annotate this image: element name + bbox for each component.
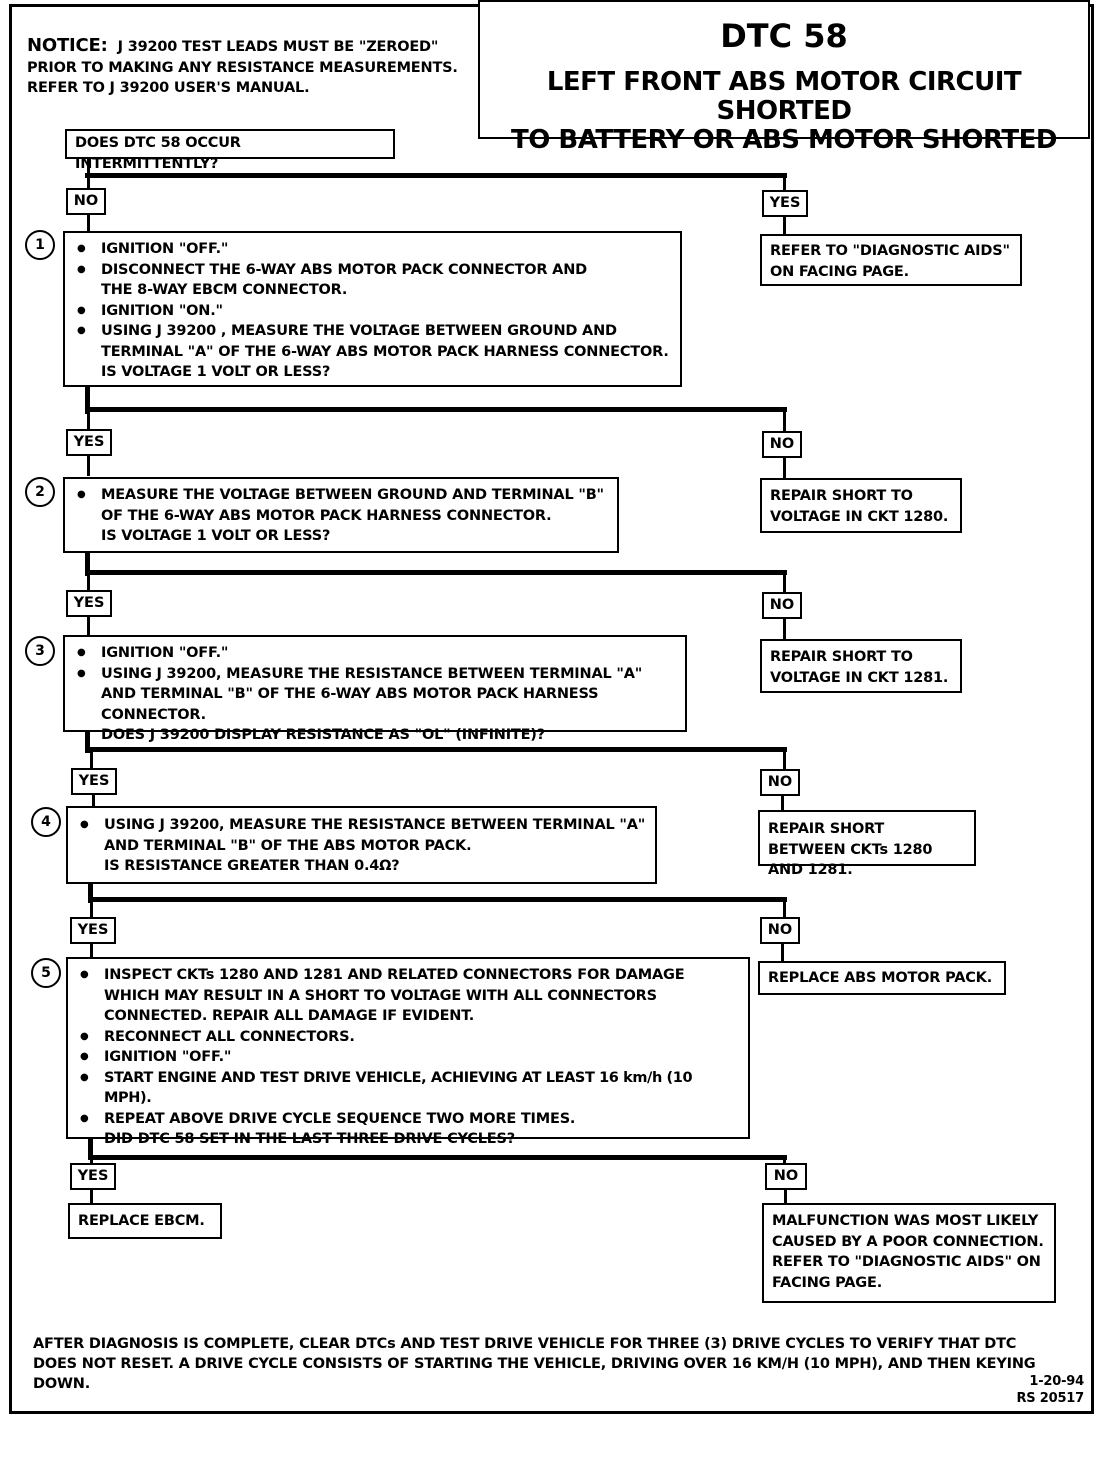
outcome-intermittent-yes: REFER TO "DIAGNOSTIC AIDS" ON FACING PAG… — [760, 234, 1022, 286]
step-2-number: 2 — [25, 477, 55, 507]
branch-no-label: NO — [765, 1163, 807, 1190]
step-4-question: IS RESISTANCE GREATER THAN 0.4Ω? — [104, 858, 400, 874]
title-box: DTC 58 LEFT FRONT ABS MOTOR CIRCUIT SHOR… — [478, 0, 1090, 155]
title-line-1: LEFT FRONT ABS MOTOR CIRCUIT SHORTED — [546, 67, 1022, 126]
connector — [90, 1158, 93, 1164]
footer-date: 1-20-94 — [1029, 1374, 1084, 1389]
outcome-step4-no: REPLACE ABS MOTOR PACK. — [758, 961, 1006, 995]
notice-line-2: PRIOR TO MAKING ANY RESISTANCE MEASUREME… — [27, 59, 458, 76]
connector — [783, 176, 786, 190]
branch-no-label: NO — [66, 188, 106, 215]
outcome-step5-yes: REPLACE EBCM. — [68, 1203, 222, 1239]
connector — [85, 747, 787, 752]
branch-no-label: NO — [762, 431, 802, 458]
step-4-number: 4 — [31, 807, 61, 837]
step-3-question: DOES J 39200 DISPLAY RESISTANCE AS "OL" … — [101, 727, 545, 743]
outcome-step5-no: MALFUNCTION WAS MOST LIKELY CAUSED BY A … — [762, 1203, 1056, 1303]
connector — [783, 750, 786, 770]
step-3-bullet: IGNITION "OFF." — [73, 643, 677, 664]
connector — [87, 176, 90, 188]
footer-note: AFTER DIAGNOSIS IS COMPLETE, CLEAR DTCs … — [33, 1336, 1036, 1392]
connector — [783, 619, 786, 639]
branch-yes-label: YES — [66, 429, 112, 456]
branch-yes-label: YES — [70, 917, 116, 944]
step-5-bullet: INSPECT CKTs 1280 AND 1281 AND RELATED C… — [76, 965, 714, 1027]
title-line-2: TO BATTERY OR ABS MOTOR SHORTED — [511, 125, 1057, 155]
outcome-step2-no: REPAIR SHORT TO VOLTAGE IN CKT 1281. — [760, 639, 962, 693]
step-5-question: DID DTC 58 SET IN THE LAST THREE DRIVE C… — [104, 1131, 515, 1147]
step-5-box: INSPECT CKTs 1280 AND 1281 AND RELATED C… — [66, 957, 750, 1147]
connector — [87, 573, 90, 591]
connector — [90, 900, 93, 918]
branch-no-label: NO — [760, 769, 800, 796]
connector — [90, 943, 93, 959]
connector — [784, 1189, 787, 1203]
connector — [85, 570, 787, 575]
step-3-bullet: USING J 39200, MEASURE THE RESISTANCE BE… — [73, 664, 679, 726]
step-1-box: IGNITION "OFF." DISCONNECT THE 6-WAY ABS… — [63, 231, 682, 387]
step-3-number: 3 — [25, 636, 55, 666]
step-3-box: IGNITION "OFF." USING J 39200, MEASURE T… — [63, 635, 687, 743]
connector — [92, 795, 95, 809]
step-1-number: 1 — [25, 230, 55, 260]
connector — [88, 897, 787, 902]
connector — [87, 410, 90, 430]
step-5-bullet: RECONNECT ALL CONNECTORS. — [76, 1027, 740, 1048]
connector — [781, 796, 784, 810]
step-4-bullet: USING J 39200, MEASURE THE RESISTANCE BE… — [76, 815, 652, 856]
connector — [90, 750, 93, 768]
branch-no-label: NO — [760, 917, 800, 944]
title-code: DTC 58 — [720, 17, 848, 55]
start-question: DOES DTC 58 OCCUR INTERMITTENTLY? — [75, 135, 241, 172]
connector — [88, 883, 93, 903]
step-5-bullet: IGNITION "OFF." — [76, 1047, 740, 1068]
step-1-question: IS VOLTAGE 1 VOLT OR LESS? — [101, 364, 331, 380]
branch-yes-label: YES — [66, 590, 112, 617]
connector — [783, 217, 786, 235]
branch-yes-label: YES — [71, 768, 117, 795]
step-5-number: 5 — [31, 958, 61, 988]
connector — [87, 215, 90, 232]
notice: NOTICE: J 39200 TEST LEADS MUST BE "ZEROE… — [27, 35, 467, 99]
footer-ref: RS 20517 — [1016, 1391, 1084, 1406]
step-1-bullet: IGNITION "OFF." — [73, 239, 672, 260]
branch-yes-label: YES — [70, 1163, 116, 1190]
connector — [87, 158, 90, 176]
connector — [87, 456, 90, 476]
connector — [85, 552, 90, 576]
connector — [85, 731, 90, 753]
step-2-box: MEASURE THE VOLTAGE BETWEEN GROUND AND T… — [63, 477, 619, 553]
connector — [783, 410, 786, 432]
step-2-question: IS VOLTAGE 1 VOLT OR LESS? — [101, 528, 331, 544]
branch-no-label: NO — [762, 592, 802, 619]
outcome-step3-no: REPAIR SHORT BETWEEN CKTs 1280 AND 1281. — [758, 810, 976, 878]
connector — [85, 173, 787, 178]
connector — [88, 1138, 93, 1160]
connector — [85, 386, 90, 414]
branch-yes-label: YES — [762, 190, 808, 217]
step-1-bullet: DISCONNECT THE 6-WAY ABS MOTOR PACK CONN… — [73, 260, 621, 301]
notice-line-1: J 39200 TEST LEADS MUST BE "ZEROED" — [117, 39, 439, 55]
connector — [783, 458, 786, 480]
step-5-bullet: REPEAT ABOVE DRIVE CYCLE SEQUENCE TWO MO… — [76, 1109, 740, 1130]
connector — [783, 573, 786, 593]
outcome-step1-no: REPAIR SHORT TO VOLTAGE IN CKT 1280. — [760, 478, 962, 533]
connector — [87, 617, 90, 637]
connector — [88, 1155, 787, 1160]
connector — [783, 900, 786, 918]
step-5-bullet: START ENGINE AND TEST DRIVE VEHICLE, ACH… — [76, 1068, 740, 1109]
connector — [85, 407, 787, 412]
step-1-bullet: USING J 39200 , MEASURE THE VOLTAGE BETW… — [73, 321, 676, 362]
step-2-bullet: MEASURE THE VOLTAGE BETWEEN GROUND AND T… — [73, 485, 613, 526]
connector — [90, 1189, 93, 1203]
connector — [781, 943, 784, 963]
step-4-box: USING J 39200, MEASURE THE RESISTANCE BE… — [66, 806, 657, 884]
start-question-box: DOES DTC 58 OCCUR INTERMITTENTLY? — [65, 129, 395, 172]
notice-lead: NOTICE: — [27, 35, 108, 56]
notice-line-3: REFER TO J 39200 USER'S MANUAL. — [27, 80, 310, 96]
connector — [783, 1158, 786, 1164]
step-1-bullet: IGNITION "ON." — [73, 301, 672, 322]
